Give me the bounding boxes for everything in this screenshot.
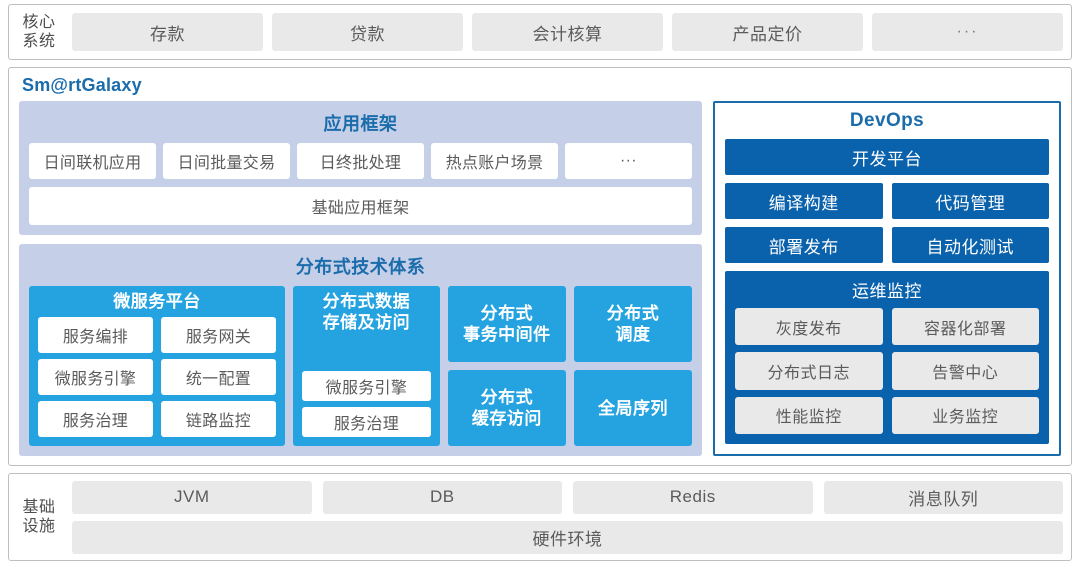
- distributed-data-storage-card[interactable]: 分布式数据 存储及访问 微服务引擎 服务治理: [292, 286, 440, 446]
- distributed-data-storage-title-line1: 分布式数据: [322, 292, 411, 311]
- app-framework-item-daytime-online[interactable]: 日间联机应用: [29, 143, 156, 179]
- distributed-data-storage-title: 分布式数据 存储及访问: [302, 291, 431, 333]
- infrastructure-label: 基础 设施: [15, 498, 63, 536]
- devops-item-build[interactable]: 编译构建: [725, 183, 883, 219]
- devops-panel: DevOps 开发平台 编译构建 代码管理 部署发布 自动化测试 运维监控 灰度…: [713, 101, 1061, 456]
- infrastructure-label-line2: 设施: [22, 518, 56, 535]
- microservice-platform-card[interactable]: 微服务平台 服务编排 服务网关 微服务引擎 统一配置 服务治理 链路监控: [29, 286, 285, 446]
- distributed-data-storage-title-line2: 存储及访问: [322, 313, 411, 332]
- microservice-item-config[interactable]: 统一配置: [160, 359, 276, 395]
- distributed-transaction-line1: 分布式: [480, 304, 534, 323]
- devops-row-1: 编译构建 代码管理: [725, 183, 1049, 219]
- ops-item-performance-monitor[interactable]: 性能监控: [735, 396, 883, 434]
- infrastructure-label-line1: 基础: [22, 499, 56, 516]
- microservice-item-orchestration[interactable]: 服务编排: [38, 317, 153, 353]
- infrastructure-hardware[interactable]: 硬件环境: [72, 520, 1063, 554]
- data-storage-item-engine[interactable]: 微服务引擎: [301, 371, 431, 401]
- distributed-scheduling-card[interactable]: 分布式 调度: [573, 286, 693, 362]
- core-systems-section: 核心 系统 存款 贷款 会计核算 产品定价 ···: [8, 4, 1072, 60]
- ops-monitor-title: 运维监控: [852, 282, 922, 301]
- core-system-item-loan[interactable]: 贷款: [272, 13, 463, 51]
- smartgalaxy-title: Sm@rtGalaxy: [22, 75, 142, 95]
- global-sequence-label: 全局序列: [597, 398, 668, 418]
- infrastructure-stack: JVM DB Redis 消息队列 硬件环境: [72, 480, 1063, 554]
- distributed-tech-panel: 分布式技术体系 微服务平台 服务编排 服务网关 微服务引擎 统一配置 服务治理: [19, 244, 702, 456]
- ops-item-gray-release[interactable]: 灰度发布: [735, 308, 883, 346]
- infrastructure-item-jvm[interactable]: JVM: [72, 480, 312, 514]
- app-framework-item-more[interactable]: ···: [565, 143, 692, 179]
- microservice-platform-title: 微服务平台: [113, 292, 201, 311]
- ops-monitor-panel: 运维监控 灰度发布 容器化部署 分布式日志 告警中心 性能监控 业务监控: [725, 271, 1049, 444]
- microservice-item-tracing[interactable]: 链路监控: [160, 401, 276, 437]
- devops-row-2: 部署发布 自动化测试: [725, 227, 1049, 263]
- distributed-transaction-middleware-card[interactable]: 分布式 事务中间件: [447, 286, 566, 362]
- distributed-tech-columns: 微服务平台 服务编排 服务网关 微服务引擎 统一配置 服务治理 链路监控: [29, 286, 693, 446]
- devops-column: DevOps 开发平台 编译构建 代码管理 部署发布 自动化测试 运维监控 灰度…: [713, 101, 1061, 456]
- ops-item-business-monitor[interactable]: 业务监控: [891, 396, 1039, 434]
- core-systems-items: 存款 贷款 会计核算 产品定价 ···: [72, 13, 1063, 51]
- devops-item-code-management[interactable]: 代码管理: [891, 183, 1049, 219]
- ops-monitor-items: 灰度发布 容器化部署 分布式日志 告警中心 性能监控 业务监控: [735, 308, 1039, 434]
- smartgalaxy-left-column: 应用框架 日间联机应用 日间批量交易 日终批处理 热点账户场景 ··· 基础应用…: [19, 101, 702, 456]
- app-framework-panel: 应用框架 日间联机应用 日间批量交易 日终批处理 热点账户场景 ··· 基础应用…: [19, 101, 702, 235]
- core-system-item-pricing[interactable]: 产品定价: [672, 13, 863, 51]
- distributed-scheduling-line2: 调度: [615, 325, 651, 344]
- infrastructure-section: 基础 设施 JVM DB Redis 消息队列 硬件环境: [8, 473, 1072, 561]
- distributed-scheduling-line1: 分布式: [606, 304, 660, 323]
- app-framework-base[interactable]: 基础应用框架: [29, 187, 692, 225]
- global-sequence-card[interactable]: 全局序列: [573, 370, 693, 446]
- microservice-item-governance[interactable]: 服务治理: [38, 401, 153, 437]
- infrastructure-item-redis[interactable]: Redis: [573, 480, 813, 514]
- ops-item-alert-center[interactable]: 告警中心: [891, 352, 1039, 390]
- distributed-tech-title: 分布式技术体系: [295, 257, 426, 277]
- distributed-tech-column-4: 分布式 调度 全局序列: [573, 286, 693, 446]
- distributed-cache-line1: 分布式: [480, 388, 534, 407]
- distributed-tech-column-3: 分布式 事务中间件 分布式 缓存访问: [447, 286, 566, 446]
- core-system-item-accounting[interactable]: 会计核算: [472, 13, 663, 51]
- distributed-cache-line2: 缓存访问: [471, 409, 542, 428]
- devops-item-auto-test[interactable]: 自动化测试: [891, 227, 1049, 263]
- devops-title: DevOps: [849, 110, 925, 131]
- core-systems-label-line1: 核心: [22, 14, 56, 31]
- microservice-item-engine[interactable]: 微服务引擎: [38, 359, 153, 395]
- distributed-data-storage-items: 微服务引擎 服务治理: [301, 338, 431, 437]
- core-system-item-deposit[interactable]: 存款: [72, 13, 263, 51]
- distributed-cache-card[interactable]: 分布式 缓存访问: [447, 370, 566, 446]
- infrastructure-item-message-queue[interactable]: 消息队列: [823, 480, 1063, 514]
- ops-item-distributed-logging[interactable]: 分布式日志: [735, 352, 883, 390]
- distributed-transaction-line2: 事务中间件: [463, 325, 551, 344]
- microservice-item-gateway[interactable]: 服务网关: [160, 317, 276, 353]
- infrastructure-item-db[interactable]: DB: [322, 480, 562, 514]
- app-framework-title: 应用框架: [323, 114, 398, 134]
- devops-item-deploy[interactable]: 部署发布: [725, 227, 883, 263]
- core-systems-label-line2: 系统: [22, 33, 56, 50]
- app-framework-items: 日间联机应用 日间批量交易 日终批处理 热点账户场景 ···: [29, 143, 692, 179]
- app-framework-item-daytime-batch[interactable]: 日间批量交易: [163, 143, 290, 179]
- ops-item-containerized-deploy[interactable]: 容器化部署: [891, 308, 1039, 346]
- devops-dev-platform[interactable]: 开发平台: [725, 139, 1049, 175]
- core-systems-label: 核心 系统: [15, 13, 63, 51]
- smartgalaxy-body: 应用框架 日间联机应用 日间批量交易 日终批处理 热点账户场景 ··· 基础应用…: [19, 101, 1061, 456]
- core-system-item-more[interactable]: ···: [872, 13, 1063, 51]
- infrastructure-items: JVM DB Redis 消息队列: [72, 480, 1063, 514]
- app-framework-item-eod-batch[interactable]: 日终批处理: [297, 143, 424, 179]
- data-storage-item-governance[interactable]: 服务治理: [301, 407, 431, 437]
- microservice-platform-items: 服务编排 服务网关 微服务引擎 统一配置 服务治理 链路监控: [38, 317, 276, 437]
- smartgalaxy-section: Sm@rtGalaxy 应用框架 日间联机应用 日间批量交易 日终批处理 热点账…: [8, 67, 1072, 466]
- app-framework-item-hot-account[interactable]: 热点账户场景: [431, 143, 558, 179]
